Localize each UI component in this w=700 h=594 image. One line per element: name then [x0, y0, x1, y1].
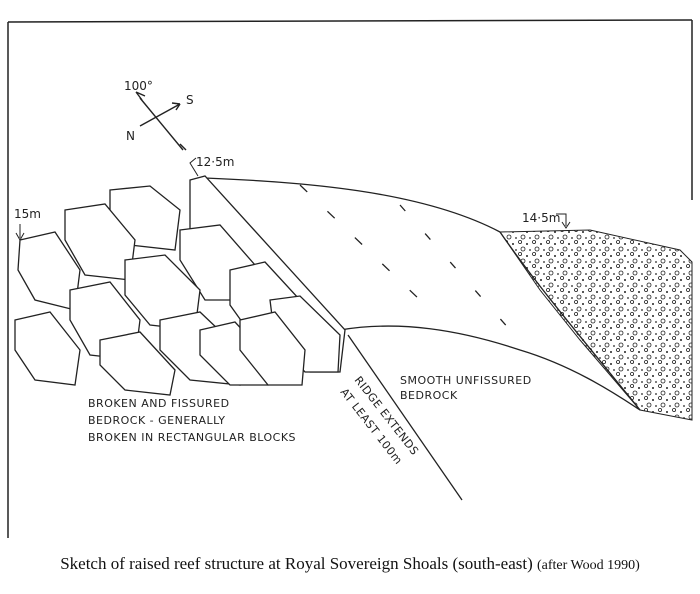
figure-caption: Sketch of raised reef structure at Royal… — [0, 554, 700, 574]
compass-north: N — [126, 129, 135, 143]
compass-bearing: 100° — [124, 79, 153, 93]
caption-credit: (after Wood 1990) — [537, 558, 640, 573]
smooth-bedrock — [204, 177, 641, 501]
depth-top: 12·5m — [196, 155, 234, 169]
broken-label-line1: BROKEN AND FISSURED — [88, 397, 230, 410]
depth-left: 15m — [14, 207, 41, 221]
depth-right-arrow — [556, 213, 571, 229]
broken-label-line2: BEDROCK - GENERALLY — [88, 414, 226, 427]
broken-label-line3: BROKEN IN RECTANGULAR BLOCKS — [88, 431, 296, 444]
smooth-label-line1: SMOOTH UNFISSURED — [400, 374, 532, 387]
depth-right: 14·5m — [522, 211, 560, 225]
compass-south: S — [186, 93, 194, 107]
caption-main: Sketch of raised reef structure at Royal… — [60, 554, 533, 573]
gravel-area — [499, 229, 693, 421]
depth-left-arrow — [15, 224, 25, 242]
compass-icon — [135, 91, 187, 151]
smooth-label-line2: BEDROCK — [400, 389, 458, 402]
fissured-blocks — [14, 175, 346, 396]
depth-top-arrow — [189, 157, 199, 177]
frame — [7, 19, 693, 538]
